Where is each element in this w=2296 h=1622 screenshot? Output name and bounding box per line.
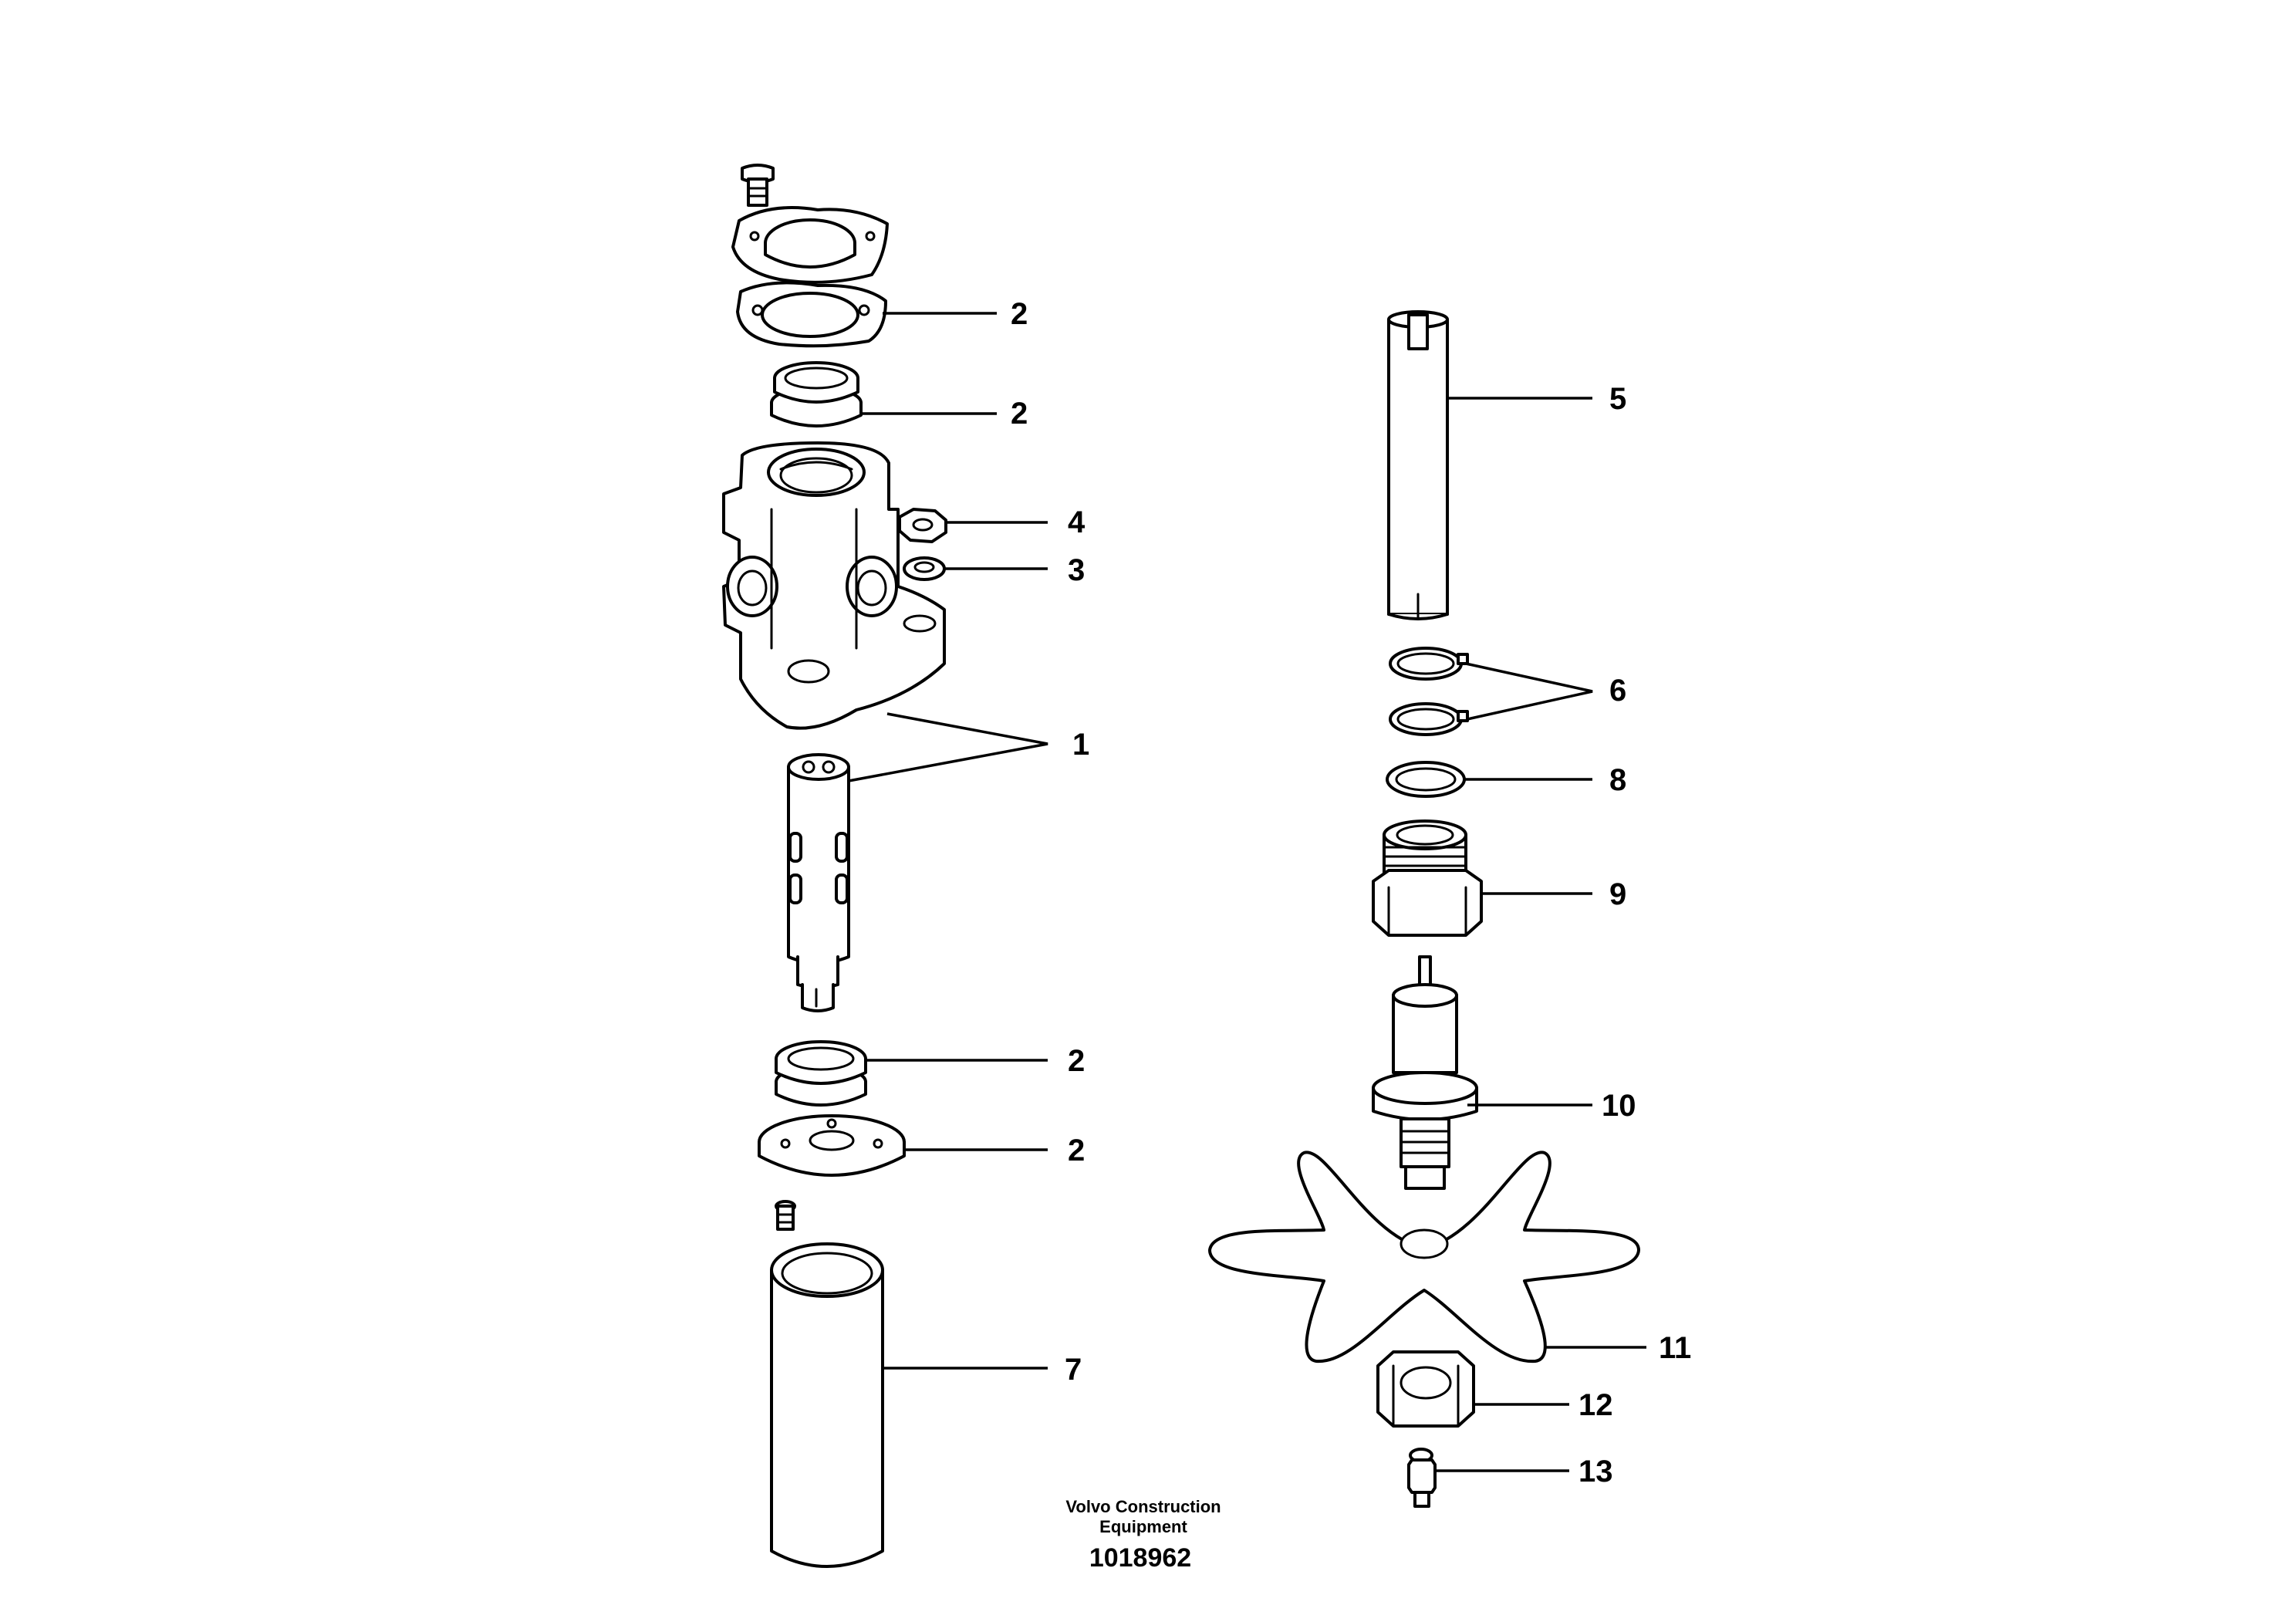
valve-spool xyxy=(787,753,850,1012)
upper-seal-ring xyxy=(770,361,863,427)
callout-nut: 4 xyxy=(1068,505,1086,539)
hex-nut xyxy=(1376,1350,1475,1428)
callout-gasket: 2 xyxy=(1011,297,1028,331)
washer xyxy=(1386,761,1466,798)
star-wheel xyxy=(1208,1151,1640,1363)
callout-tube: 7 xyxy=(1065,1353,1082,1387)
caption-line-2: Equipment xyxy=(1099,1517,1187,1536)
pin-assembly xyxy=(1372,955,1478,1190)
circlip-upper xyxy=(1389,647,1469,681)
leader-lines xyxy=(848,312,1646,1472)
top-cover-flange xyxy=(731,206,889,284)
callout-circlip: 6 xyxy=(1609,674,1626,708)
small-nut xyxy=(898,508,947,543)
callout-pin: 10 xyxy=(1602,1089,1636,1123)
top-bolt xyxy=(741,164,775,207)
callout-hex-nut: 12 xyxy=(1578,1388,1613,1422)
callout-upper-seal: 2 xyxy=(1011,397,1028,431)
gasket xyxy=(736,281,887,348)
circlip-lower xyxy=(1389,702,1469,736)
tube xyxy=(770,1242,884,1568)
drawing-number: 1018962 xyxy=(1089,1543,1191,1573)
callout-bottom-flange: 2 xyxy=(1068,1134,1085,1168)
shaft xyxy=(1387,310,1449,620)
grease-nipple xyxy=(1407,1448,1437,1508)
callout-washer-8: 8 xyxy=(1609,763,1626,797)
small-screw xyxy=(775,1200,796,1231)
callout-washer: 3 xyxy=(1068,553,1085,587)
callout-star-wheel: 11 xyxy=(1659,1331,1691,1365)
callout-shaft: 5 xyxy=(1609,382,1626,416)
valve-housing xyxy=(722,441,946,730)
bottom-flange xyxy=(758,1114,906,1177)
caption-line-1: Volvo Construction xyxy=(1065,1497,1221,1516)
callout-housing: 1 xyxy=(1072,728,1089,762)
callout-lower-seal: 2 xyxy=(1068,1044,1085,1078)
lower-seal-ring xyxy=(775,1040,867,1107)
small-washer xyxy=(903,556,946,581)
callout-bushing: 9 xyxy=(1609,877,1626,911)
callout-grease-nipple: 13 xyxy=(1578,1455,1613,1489)
threaded-bushing xyxy=(1372,819,1483,937)
